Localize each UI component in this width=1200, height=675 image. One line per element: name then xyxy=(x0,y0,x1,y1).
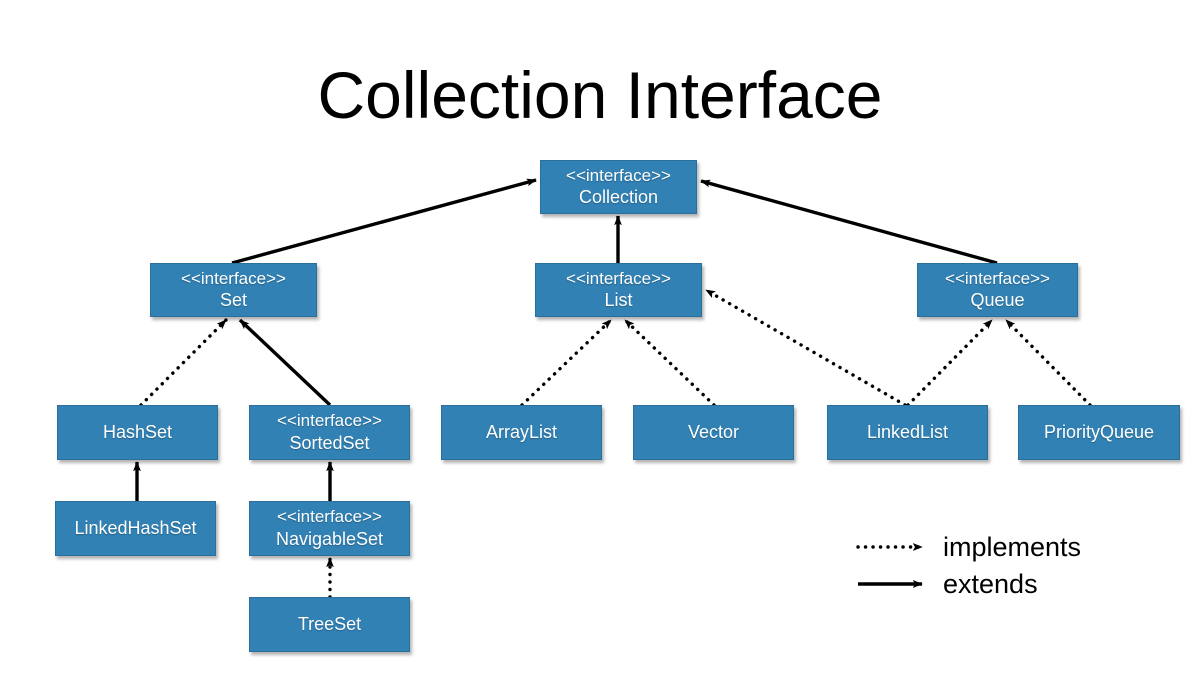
edge-linkedlist-to-queue-implements xyxy=(906,318,994,407)
class-box-priorityqueue[interactable]: PriorityQueue xyxy=(1018,405,1180,460)
class-box-treeset[interactable]: TreeSet xyxy=(249,597,410,652)
class-name-label: Queue xyxy=(970,290,1025,311)
stereotype-label: <<interface>> xyxy=(945,268,1050,288)
class-box-arraylist[interactable]: ArrayList xyxy=(441,405,602,460)
edge-hashset-to-set-implements xyxy=(139,318,228,407)
class-name-label: SortedSet xyxy=(289,432,370,453)
class-name-label: TreeSet xyxy=(297,613,362,634)
edge-vector-to-list-implements xyxy=(623,318,716,407)
class-box-linkedlist[interactable]: LinkedList xyxy=(827,405,988,460)
class-box-navigableset[interactable]: <<interface>>NavigableSet xyxy=(249,501,410,556)
legend-arrows xyxy=(856,543,924,588)
stereotype-label: <<interface>> xyxy=(566,268,671,288)
edge-linkedlist-to-list-implements xyxy=(704,288,907,407)
class-name-label: PriorityQueue xyxy=(1043,421,1155,442)
class-box-hashset[interactable]: HashSet xyxy=(57,405,218,460)
class-name-label: LinkedHashSet xyxy=(74,517,197,538)
class-name-label: Collection xyxy=(578,187,659,208)
edge-priorityqueue-to-queue-implements xyxy=(1004,318,1092,407)
legend-label-extends: extends xyxy=(943,569,1038,599)
page-title: Collection Interface xyxy=(317,58,883,132)
stereotype-label: <<interface>> xyxy=(566,165,671,185)
class-box-linkedhashset[interactable]: LinkedHashSet xyxy=(55,501,216,556)
class-box-collection[interactable]: <<interface>>Collection xyxy=(540,160,697,214)
stereotype-label: <<interface>> xyxy=(181,268,286,288)
class-name-label: Vector xyxy=(687,421,740,442)
stereotype-label: <<interface>> xyxy=(277,411,382,431)
class-name-label: LinkedList xyxy=(866,421,949,442)
stereotype-label: <<interface>> xyxy=(277,507,382,527)
class-box-sortedset[interactable]: <<interface>>SortedSet xyxy=(249,405,410,460)
class-box-queue[interactable]: <<interface>>Queue xyxy=(917,263,1078,317)
class-name-label: List xyxy=(604,290,633,311)
edge-arraylist-to-list-implements xyxy=(520,318,613,407)
class-name-label: ArrayList xyxy=(485,421,557,442)
edge-queue-to-collection-extends xyxy=(700,179,998,265)
class-box-set[interactable]: <<interface>>Set xyxy=(150,263,317,317)
class-box-vector[interactable]: Vector xyxy=(633,405,794,460)
class-name-label: NavigableSet xyxy=(275,528,384,549)
edge-sortedset-to-set-extends xyxy=(238,318,332,407)
class-box-list[interactable]: <<interface>>List xyxy=(535,263,702,317)
legend-label-implements: implements xyxy=(943,532,1082,562)
class-name-label: Set xyxy=(219,290,248,311)
class-name-label: HashSet xyxy=(102,421,173,442)
edge-set-to-collection-extends xyxy=(231,178,537,265)
